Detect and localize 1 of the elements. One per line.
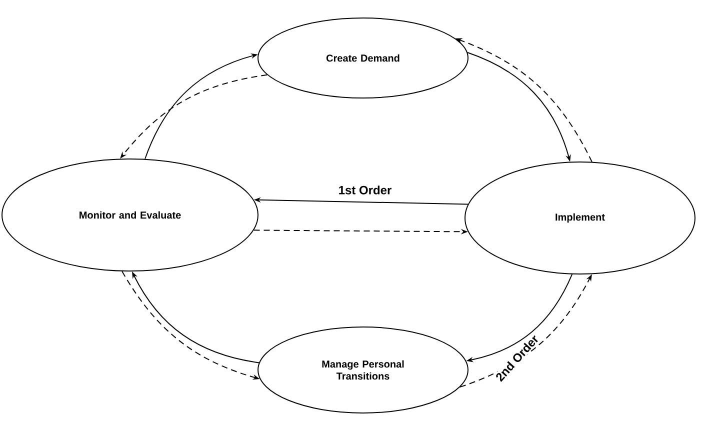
edge-label: 1st Order [337,184,393,196]
